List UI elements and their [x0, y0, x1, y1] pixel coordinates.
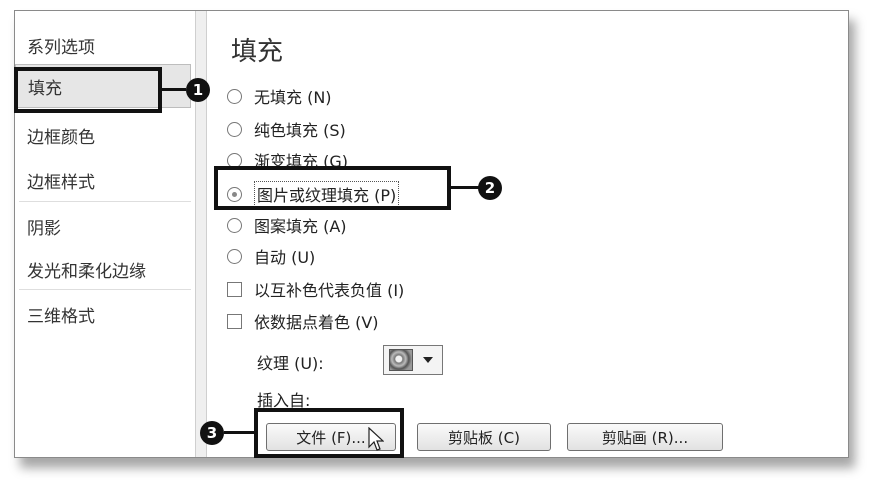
page-title: 填充 — [231, 37, 284, 67]
sidebar-separator — [19, 289, 191, 290]
radio-button[interactable] — [227, 248, 242, 264]
callout-box-picture-fill — [214, 166, 451, 210]
radio-button[interactable] — [227, 217, 242, 233]
callout-leader-line — [449, 186, 479, 189]
sidebar-item-3d-format[interactable]: 三维格式 — [27, 307, 95, 327]
clipart-button[interactable]: 剪贴画 (R)... — [567, 423, 723, 451]
checkbox-label: 依数据点着色 (V) — [254, 313, 379, 332]
checkbox-label: 以互补色代表负值 (I) — [254, 281, 405, 300]
callout-leader-line — [224, 431, 256, 434]
sidebar-item-glow-soft-edges[interactable]: 发光和柔化边缘 — [27, 262, 146, 282]
sidebar-item-shadow[interactable]: 阴影 — [27, 219, 61, 239]
texture-label: 纹理 (U): — [257, 354, 324, 373]
sidebar-separator — [19, 201, 191, 202]
radio-label: 无填充 (N) — [254, 88, 332, 107]
checkbox-invert-if-negative[interactable]: 以互补色代表负值 (I) — [227, 277, 404, 301]
clipboard-button[interactable]: 剪贴板 (C) — [417, 423, 551, 451]
checkbox-vary-colors-by-point[interactable]: 依数据点着色 (V) — [227, 309, 379, 333]
texture-dropdown[interactable] — [383, 345, 443, 375]
radio-label: 纯色填充 (S) — [254, 121, 346, 140]
chevron-down-icon — [423, 357, 433, 363]
radio-pattern-fill[interactable]: 图案填充 (A) — [227, 213, 347, 237]
sidebar-item-border-color[interactable]: 边框颜色 — [27, 128, 95, 148]
mouse-cursor-icon — [368, 427, 384, 451]
callout-badge-1: 1 — [186, 78, 210, 102]
sidebar-item-border-style[interactable]: 边框样式 — [27, 173, 95, 193]
pane-splitter[interactable] — [195, 11, 207, 457]
radio-solid-fill[interactable]: 纯色填充 (S) — [227, 117, 346, 141]
texture-swatch-icon — [389, 349, 413, 371]
insert-from-label: 插入自: — [257, 391, 311, 410]
radio-no-fill[interactable]: 无填充 (N) — [227, 84, 332, 108]
radio-button[interactable] — [227, 121, 242, 137]
fill-panel: 填充 无填充 (N) 纯色填充 (S) 渐变填充 (G) 图片或纹理填充 (P)… — [207, 11, 848, 457]
callout-box-file-button — [254, 408, 404, 458]
callout-box-fill — [14, 67, 162, 113]
radio-label: 图案填充 (A) — [254, 217, 347, 236]
radio-button-selected[interactable] — [227, 186, 242, 202]
checkbox[interactable] — [227, 313, 242, 329]
radio-button[interactable] — [227, 88, 242, 104]
radio-label: 自动 (U) — [254, 248, 316, 267]
callout-badge-2: 2 — [478, 176, 502, 200]
callout-badge-3: 3 — [200, 421, 224, 445]
checkbox[interactable] — [227, 281, 242, 297]
sidebar-item-series-options[interactable]: 系列选项 — [27, 38, 95, 58]
callout-leader-line — [160, 88, 186, 91]
sidebar-item-fill-label: 填充 — [28, 79, 62, 99]
radio-automatic[interactable]: 自动 (U) — [227, 244, 315, 268]
